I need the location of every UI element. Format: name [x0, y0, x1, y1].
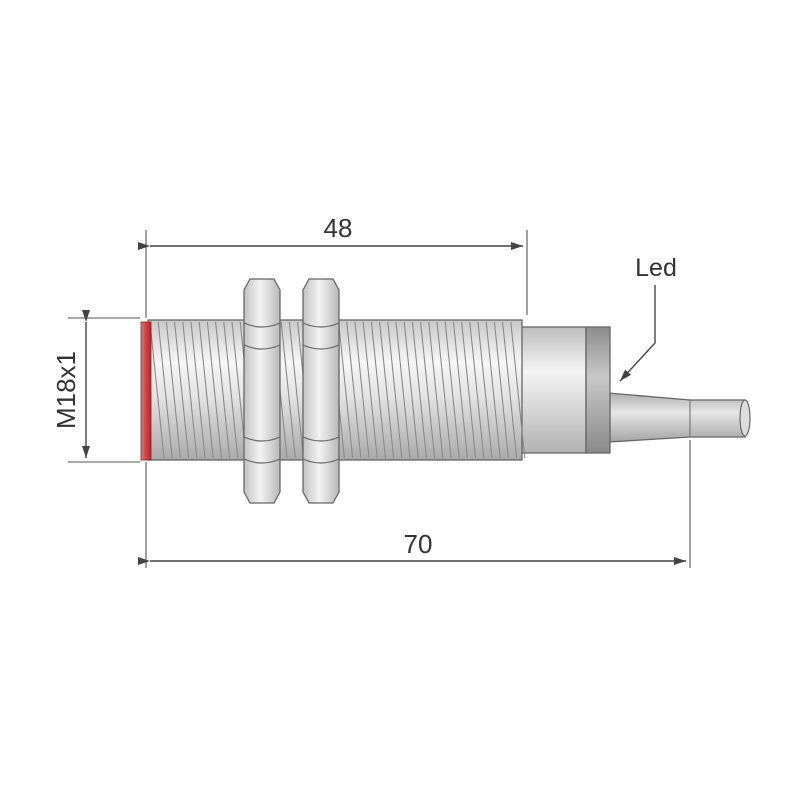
thread-line [362, 321, 378, 459]
thread-line [165, 321, 181, 459]
thread-line [477, 321, 493, 459]
led-callout: Led [619, 254, 677, 382]
thread-line [182, 321, 198, 459]
thread-line [403, 321, 419, 459]
thread-line [288, 321, 304, 459]
rear-housing [519, 326, 611, 454]
thread-line [215, 321, 231, 459]
extension-lines [68, 230, 691, 568]
thread-line [452, 321, 468, 459]
thread-line [411, 321, 427, 459]
thread-line [174, 321, 190, 459]
thread-line [428, 321, 444, 459]
thread-line [387, 321, 403, 459]
thread-line [469, 321, 485, 459]
thread-line [420, 321, 436, 459]
thread-line [461, 321, 477, 459]
thread-line [444, 321, 460, 459]
thread-line [338, 321, 354, 459]
thread-line [149, 321, 165, 459]
cable-end [739, 399, 751, 437]
thread-line [485, 321, 501, 459]
led-ring [585, 326, 611, 454]
nut-right [302, 278, 340, 504]
thread-line [354, 321, 370, 459]
sensing-face [140, 321, 152, 461]
thread-line [346, 321, 362, 459]
led-label: Led [635, 254, 677, 282]
thread-line [206, 321, 222, 459]
thread-line [280, 321, 296, 459]
nut-left [243, 278, 281, 504]
thread-line [510, 321, 526, 459]
thread-line [436, 321, 452, 459]
thread-line [493, 321, 509, 459]
thread-line [157, 321, 173, 459]
thread-line [223, 321, 239, 459]
thread-line [395, 321, 411, 459]
dimension-48: 48 [138, 213, 523, 250]
thread-line [370, 321, 386, 459]
dimension-70: 70 [138, 529, 686, 565]
cable [607, 392, 751, 443]
thread-line [502, 321, 518, 459]
thread-line [198, 321, 214, 459]
dimension-thread: M18x1 [51, 310, 90, 458]
thread-label: M18x1 [51, 351, 81, 429]
dimension-48-label: 48 [324, 213, 353, 243]
thread-line [190, 321, 206, 459]
dimension-70-label: 70 [404, 529, 433, 559]
thread-line [379, 321, 395, 459]
